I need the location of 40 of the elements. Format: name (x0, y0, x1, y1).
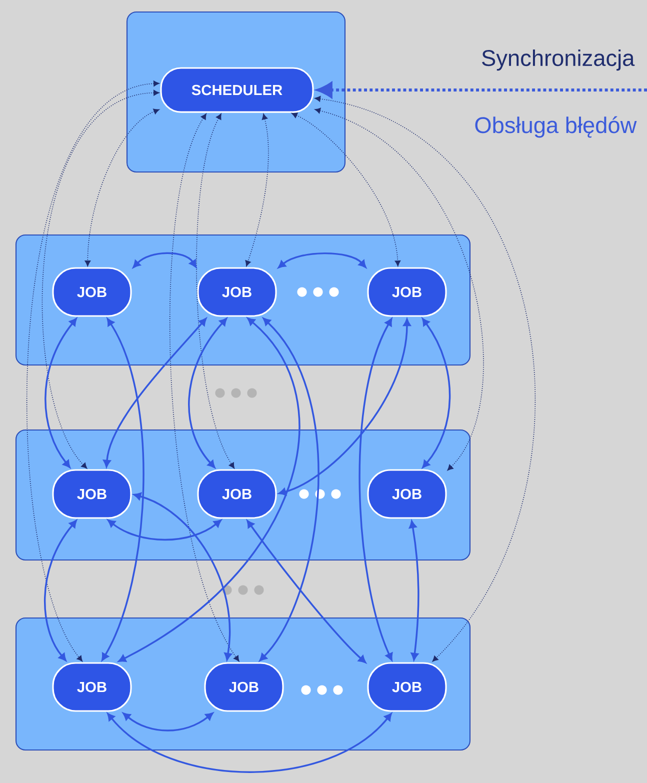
arrow (278, 318, 411, 496)
job-pill: JOB (52, 469, 132, 519)
annotation-text: Synchronizacja (482, 49, 635, 71)
arrow (169, 113, 240, 662)
job-pill: JOB (197, 267, 277, 317)
arrow (102, 318, 144, 661)
arrow (246, 520, 366, 664)
arrow (44, 318, 77, 468)
arrow (291, 112, 401, 266)
job-pill: JOB (197, 469, 277, 519)
arrow (259, 318, 320, 662)
arrow (314, 96, 536, 662)
arrow (245, 114, 269, 266)
annotation-text: Obsługa błędów (475, 116, 637, 138)
scheduler-pill: SCHEDULER (160, 67, 314, 113)
arrow (84, 108, 160, 266)
arrow (118, 318, 300, 662)
job-pill: JOB (52, 662, 132, 712)
arrow (132, 252, 197, 268)
arrow (422, 318, 451, 468)
arrow (44, 520, 77, 661)
arrow (122, 712, 214, 732)
arrow (107, 713, 392, 773)
job-pill: JOB (367, 662, 447, 712)
arrow (42, 90, 160, 469)
job-pill: JOB (204, 662, 284, 712)
arrow (409, 520, 420, 660)
job-pill: JOB (52, 267, 132, 317)
arrow (103, 318, 206, 468)
arrow (278, 252, 366, 268)
job-pill: JOB (367, 267, 447, 317)
arrow (316, 82, 647, 98)
arrow (188, 318, 227, 468)
job-pill: JOB (367, 469, 447, 519)
arrow (134, 492, 232, 660)
arrow (314, 108, 484, 471)
arrow (196, 114, 235, 469)
arrow (358, 318, 393, 661)
arrow (26, 80, 160, 662)
arrow (108, 520, 222, 541)
